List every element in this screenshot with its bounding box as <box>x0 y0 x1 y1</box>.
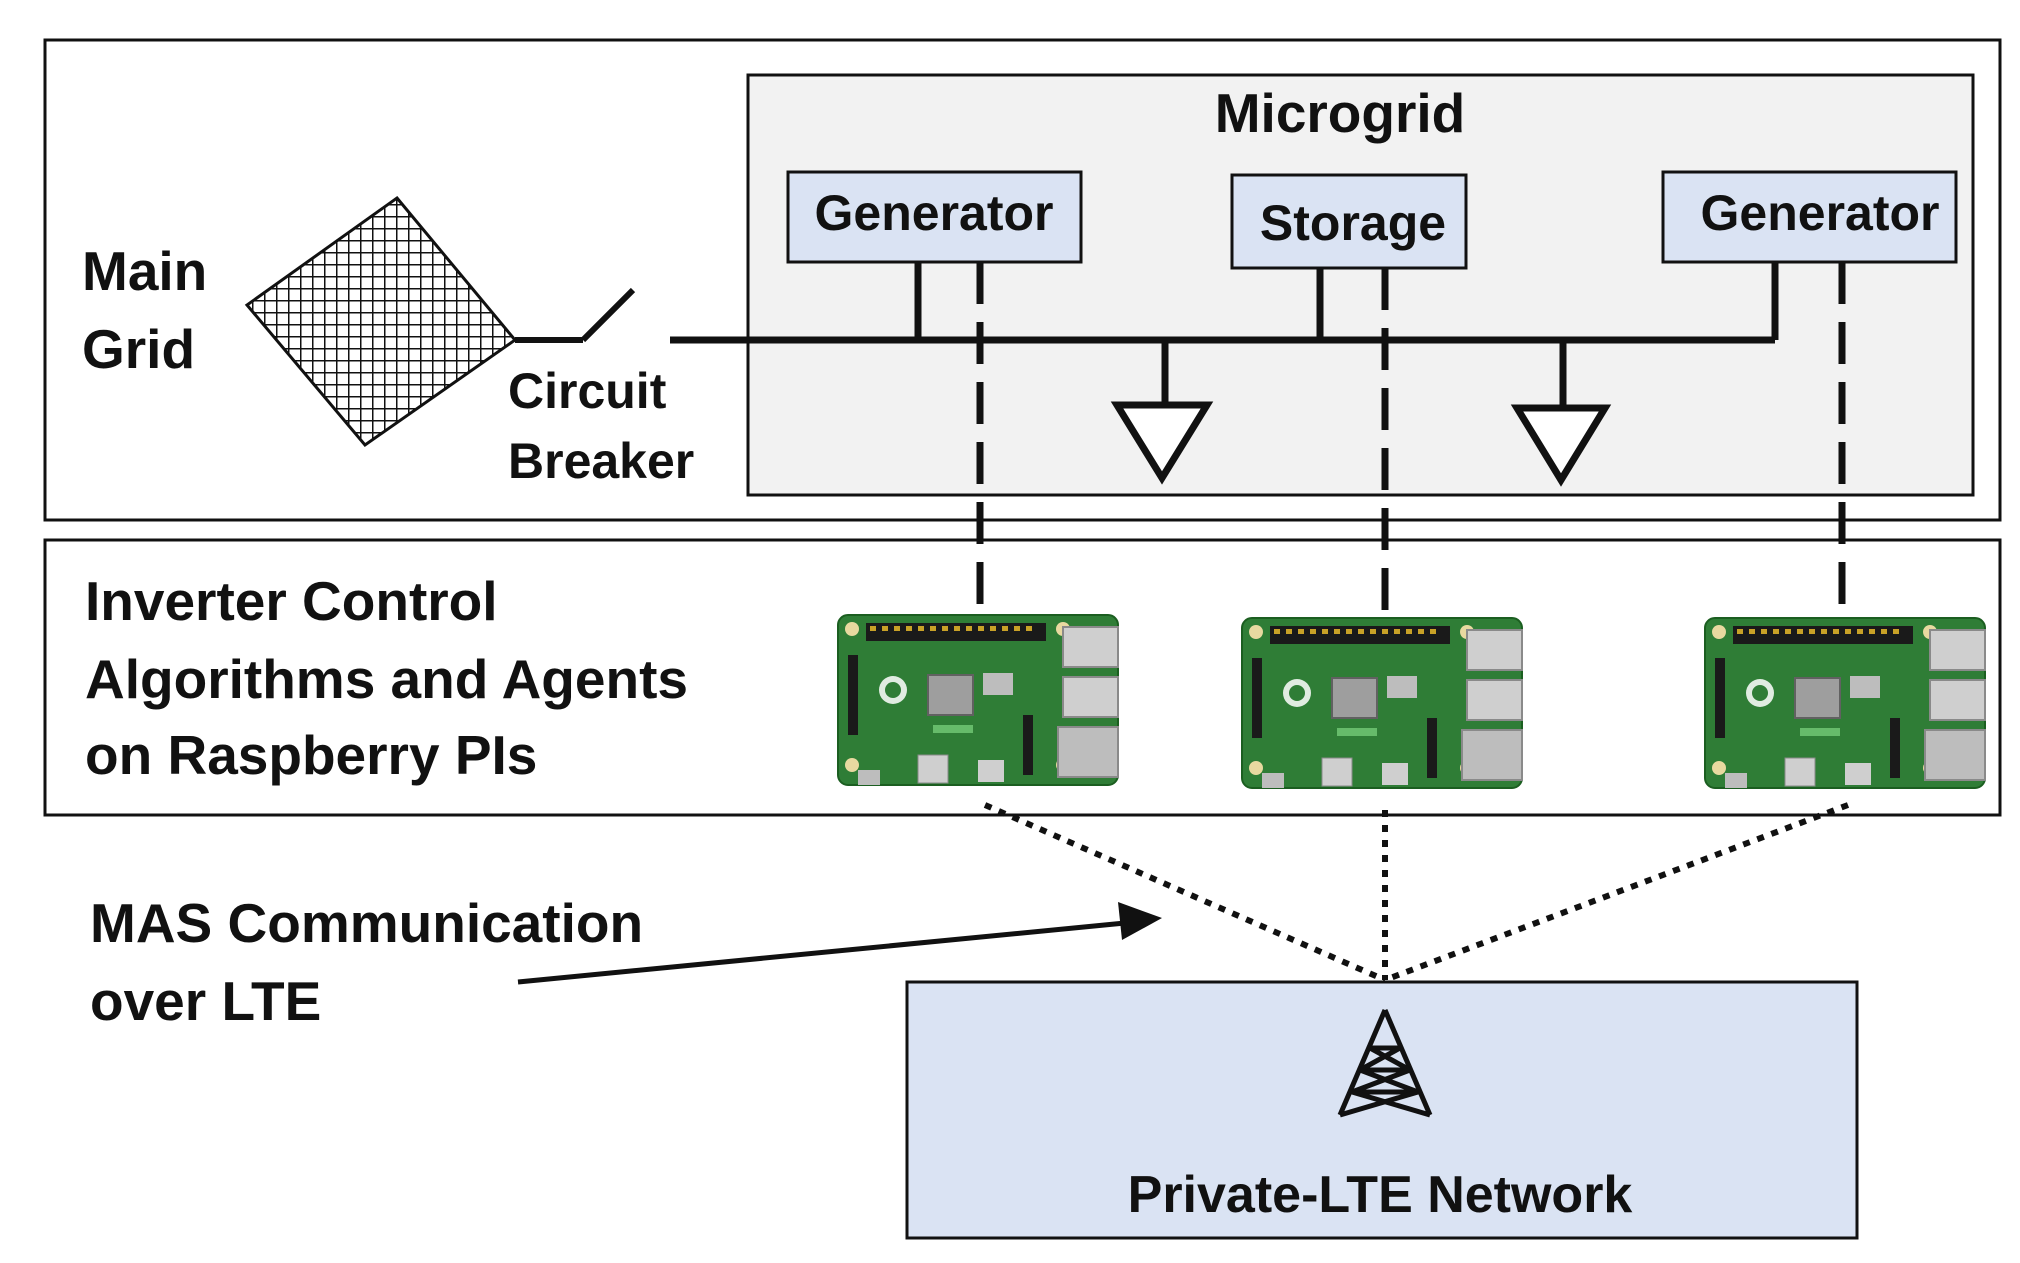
storage-label: Storage <box>1260 195 1446 251</box>
network-label: Private-LTE Network <box>1128 1166 1633 1224</box>
circuit-breaker-label-line2: Breaker <box>508 433 694 489</box>
raspberry-pi-board-icon-2 <box>1241 617 1523 789</box>
lte-link-3 <box>1383 802 1850 983</box>
controller-panel <box>43 538 2002 817</box>
mas-label-line2: over LTE <box>90 970 321 1032</box>
raspberry-pi-board-icon-1 <box>837 614 1119 786</box>
mesh-grid-icon <box>244 195 518 448</box>
mas-label-line1: MAS Communication <box>90 892 643 954</box>
load-2 <box>1510 340 1612 487</box>
inverter-label-line1: Inverter Control <box>85 570 498 632</box>
storage-box <box>1230 173 1468 270</box>
network-box <box>905 980 1859 1240</box>
circuit-breaker-icon <box>515 287 636 343</box>
generator-left-box <box>786 170 1083 264</box>
mas-arrow-line <box>517 920 1126 985</box>
inverter-label-line2: Algorithms and Agents <box>85 648 688 710</box>
main-grid-label-line2: Grid <box>82 318 195 380</box>
raspberry-pi-board-icon-3 <box>1704 617 1986 789</box>
mas-arrow-head <box>1118 902 1162 940</box>
microgrid-box <box>746 73 1975 497</box>
generator-right-label: Generator <box>1701 185 1940 241</box>
lte-link-1 <box>983 802 1387 983</box>
inverter-label-line3: on Raspberry PIs <box>85 724 537 786</box>
load-triangle-icon <box>1110 401 1214 485</box>
load-triangle-icon <box>1510 404 1612 487</box>
generator-right-box <box>1661 170 1958 264</box>
microgrid-title: Microgrid <box>1215 82 1466 144</box>
main-grid-label-line1: Main <box>82 240 207 302</box>
load-1 <box>1110 340 1214 485</box>
cell-tower-icon <box>1337 1009 1433 1118</box>
generator-left-label: Generator <box>815 185 1054 241</box>
circuit-breaker-label-line1: Circuit <box>508 363 667 419</box>
